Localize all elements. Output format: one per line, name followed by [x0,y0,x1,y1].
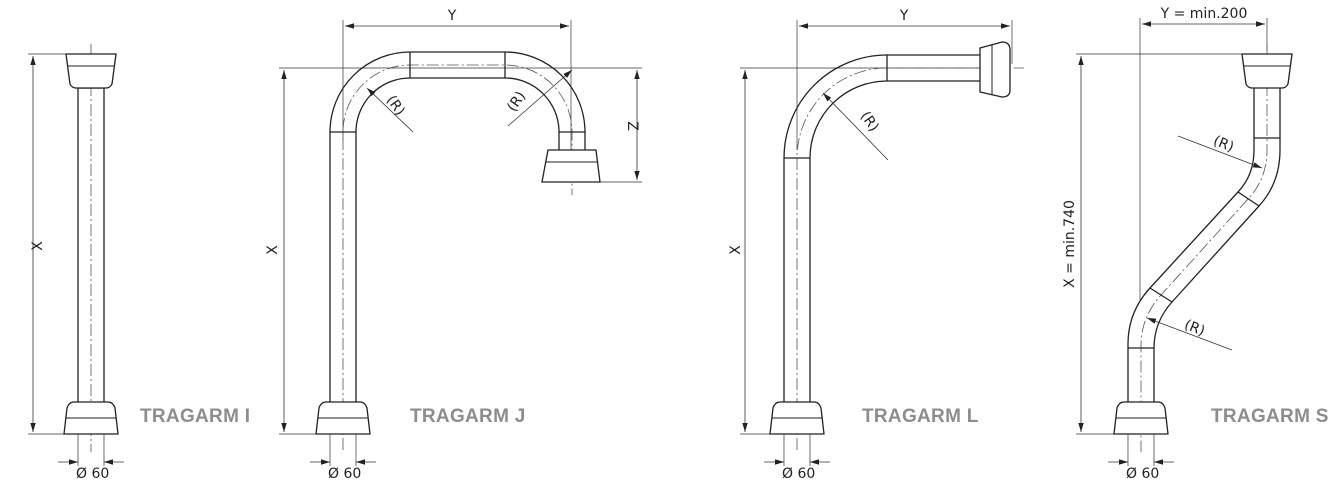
diagram-title: TRAGARM I [140,406,250,427]
pipe-outer [783,54,980,402]
tragarm-j: X Y Z (R) (R) Ø 60 TRAGARM J [265,8,642,482]
x-label: X [265,245,281,255]
diameter-label: Ø 60 [1126,466,1159,482]
x-label: X [30,241,46,251]
x-label: X = min.740 [1062,200,1078,288]
tragarm-s: X = min.740 Y = min.200 (R) (R) Ø 60 TRA… [1062,6,1329,482]
r-label: (R) [383,93,408,119]
diameter-label: Ø 60 [76,466,109,482]
tragarm-l: X Y (R) Ø 60 TRAGARM L [728,8,1024,482]
top-cap [1241,53,1293,89]
center-line [1140,44,1268,452]
end-cap [979,41,1011,98]
z-label: Z [624,121,640,131]
pipe-left-edge [1127,88,1255,402]
pipe-outer [329,51,586,402]
r-label: (R) [857,109,882,135]
pipe-inner [355,77,560,402]
y-label: Y [447,8,457,24]
diagram-title: TRAGARM L [862,406,979,427]
end-cap [541,149,601,183]
pipe-right-edge [1153,88,1281,402]
top-cap [65,53,117,89]
x-label: X [728,245,744,255]
center-line [342,64,573,450]
diagram-title: TRAGARM J [410,406,526,427]
diameter-label: Ø 60 [328,466,361,482]
tragarm-i: X Ø 60 TRAGARM I [28,44,250,482]
r-label: (R) [1211,133,1236,156]
pipe-inner [809,80,980,402]
y-label: Y [899,8,909,24]
y-label: Y = min.200 [1160,6,1248,22]
center-line [796,67,1024,450]
diameter-label: Ø 60 [782,466,815,482]
r-label: (R) [1182,317,1207,340]
diagram-title: TRAGARM S [1211,406,1329,427]
